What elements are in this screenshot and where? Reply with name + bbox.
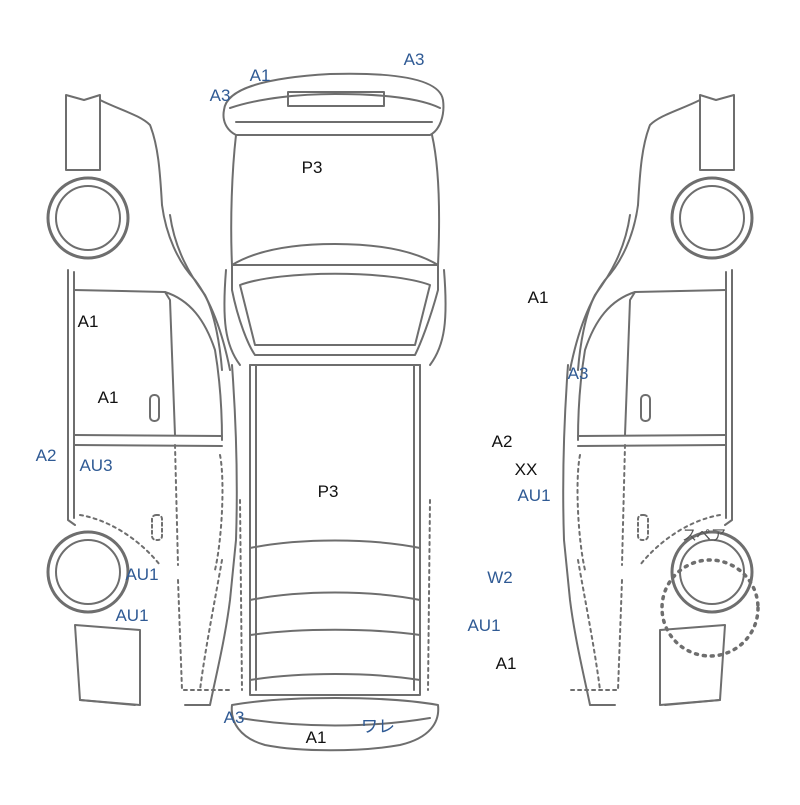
right-a1-lower-label: A1 xyxy=(495,654,517,673)
top-bumper-a3-right-label: A3 xyxy=(403,50,425,69)
top-bumper-a1-label: A1 xyxy=(249,66,271,85)
rear-bumper-a1-label: A1 xyxy=(305,728,327,747)
right-w2-label: W2 xyxy=(487,568,513,587)
left-sill-a2-label: A2 xyxy=(35,446,57,465)
right-au1-lower-label: AU1 xyxy=(467,616,501,635)
left-side-view xyxy=(46,94,238,706)
hood-p3-label: P3 xyxy=(301,158,323,177)
top-view xyxy=(222,72,447,752)
right-xx-label: XX xyxy=(514,460,538,479)
left-door-upper-a1-label: A1 xyxy=(77,312,99,331)
right-a3-label: A3 xyxy=(567,364,589,383)
spare-tire-label: スペア xyxy=(682,527,726,544)
right-a2-label: A2 xyxy=(491,432,513,451)
right-a1-upper-label: A1 xyxy=(527,288,549,307)
top-bumper-a3-left-label: A3 xyxy=(209,86,231,105)
rear-bumper-crack-label: ワレ xyxy=(361,717,395,736)
left-door-lower-a1-label: A1 xyxy=(97,388,119,407)
rear-bumper-a3-label: A3 xyxy=(223,708,245,727)
left-au1-lower-label: AU1 xyxy=(115,606,149,625)
right-au1-upper-label: AU1 xyxy=(517,486,551,505)
right-side-view xyxy=(562,94,754,706)
left-au3-label: AU3 xyxy=(79,456,113,475)
left-au1-upper-label: AU1 xyxy=(125,565,159,584)
bed-p3-label: P3 xyxy=(317,482,339,501)
spare-tire-outline xyxy=(660,558,760,658)
